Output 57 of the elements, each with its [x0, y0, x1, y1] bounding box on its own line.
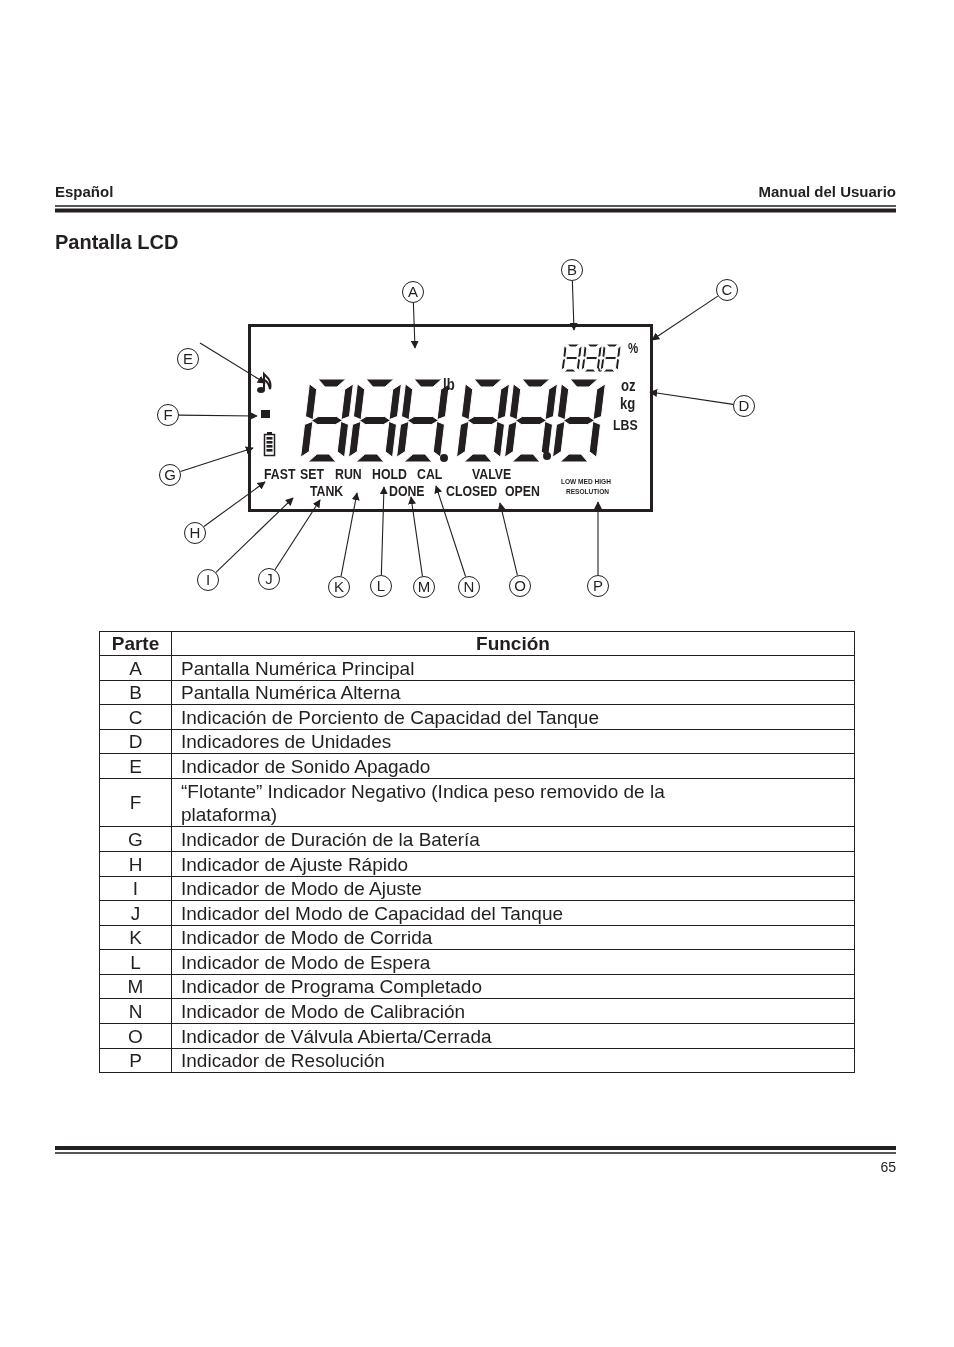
callout-letter: D — [733, 395, 755, 417]
lcd-indicator-text: OPEN — [505, 483, 540, 498]
lcd-indicator-text: HOLD — [372, 466, 407, 481]
leader-arrow — [434, 485, 467, 578]
section-title: Pantalla LCD — [55, 231, 179, 254]
lcd-indicator-text: TANK — [310, 483, 344, 498]
callout-letter: L — [370, 575, 392, 597]
leader-arrow — [178, 411, 258, 420]
callout-letter: E — [177, 348, 199, 370]
leader-arrow — [340, 492, 360, 577]
callout-letter: G — [159, 464, 181, 486]
function-description: Indicador de Resolución — [171, 1048, 855, 1073]
callout-letter: J — [258, 568, 280, 590]
leader-arrow — [379, 486, 388, 576]
lcd-indicator-text: SET — [300, 466, 324, 481]
callout-letter: O — [509, 575, 531, 597]
callout-letter: B — [561, 259, 583, 281]
callout-letter: K — [328, 576, 350, 598]
leader-arrow — [651, 295, 719, 341]
callout-letter: H — [184, 522, 206, 544]
leader-arrow — [215, 497, 294, 573]
lcd-indicator-text: DONE — [389, 483, 425, 498]
column-header: Función — [171, 631, 855, 656]
lcd-indicator-text: kg — [620, 396, 636, 412]
manual-title: Manual del Usuario — [758, 183, 896, 200]
leader-arrow — [410, 302, 419, 349]
leader-arrow — [203, 481, 266, 528]
callout-letter: P — [587, 575, 609, 597]
part-letter: P — [99, 1048, 172, 1073]
lcd-indicator-text: RUN — [335, 466, 362, 481]
page-number: 65 — [880, 1159, 896, 1175]
lcd-indicator-text: CAL — [417, 466, 443, 481]
leader-arrow — [649, 389, 734, 405]
leader-arrow — [594, 501, 602, 576]
callout-letter: F — [157, 404, 179, 426]
column-header: Parte — [99, 631, 172, 656]
lcd-indicator-text: LOW MED HIGH — [561, 478, 611, 486]
lcd-indicator-text: VALVE — [472, 466, 512, 481]
leader-arrow — [179, 446, 254, 473]
lcd-indicator-text: RESOLUTION — [566, 488, 609, 496]
lcd-indicator-text: LBS — [613, 417, 638, 432]
lcd-indicator-text: FAST — [264, 466, 296, 481]
leader-arrow — [408, 496, 423, 577]
callout-letter: A — [402, 281, 424, 303]
callout-letter: C — [716, 279, 738, 301]
lcd-indicator-text: % — [628, 341, 639, 355]
lcd-panel — [248, 324, 653, 512]
lcd-indicator-text: oz — [621, 378, 636, 394]
leader-arrow — [569, 280, 578, 331]
leader-arrow — [274, 499, 321, 571]
lcd-indicator-text: CLOSED — [446, 483, 498, 498]
callout-letter: I — [197, 569, 219, 591]
callout-letter: M — [413, 576, 435, 598]
leader-arrow — [199, 342, 266, 384]
callout-letter: N — [458, 576, 480, 598]
leader-arrow — [497, 502, 518, 576]
language-label: Español — [55, 183, 114, 200]
